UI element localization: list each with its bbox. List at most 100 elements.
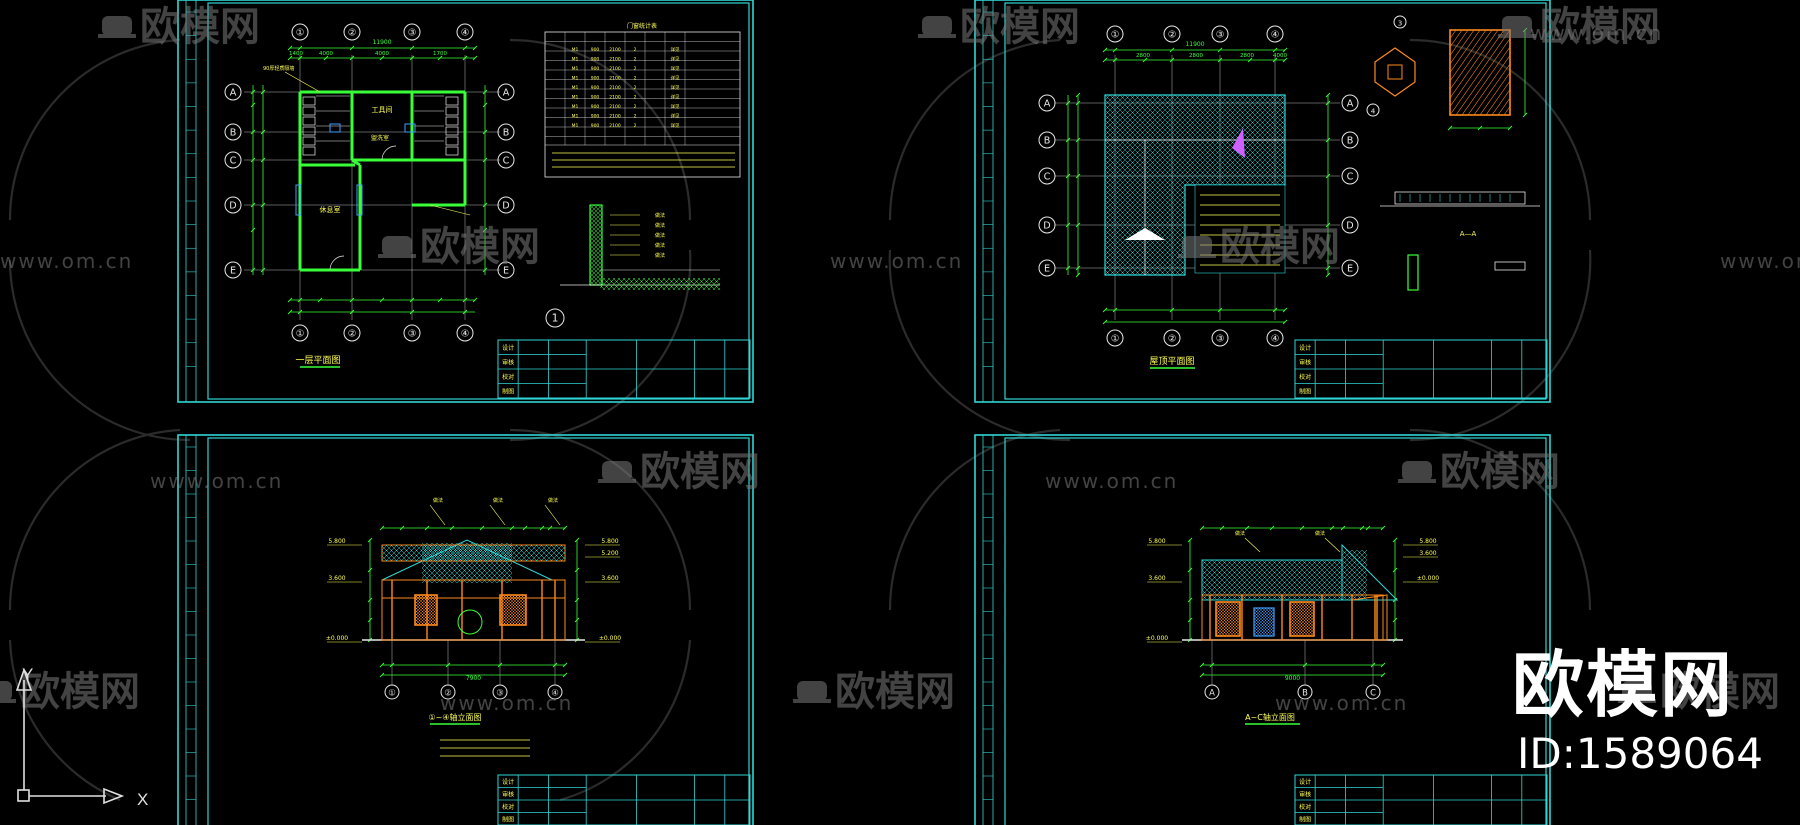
- dimension-tick: [479, 525, 485, 531]
- hatch-line: [1286, 560, 1328, 600]
- hatch-line: [1216, 602, 1223, 609]
- hatch-line: [1226, 622, 1240, 636]
- dimension-tick: [1380, 672, 1386, 678]
- dimension-tick: [1217, 47, 1223, 53]
- dimension-tick: [552, 662, 558, 668]
- detail-beam: [1494, 261, 1526, 271]
- hatch-line: [1254, 620, 1270, 636]
- dimension-tick: [1282, 47, 1288, 53]
- hatch-line: [1342, 579, 1363, 600]
- grid-bubble-label: ④: [461, 28, 470, 39]
- watermark-logo-shape: [1178, 254, 1216, 258]
- hatch-line: [500, 612, 513, 625]
- hatch-line: [1256, 560, 1298, 600]
- grid-bubble-circle: [497, 151, 515, 169]
- dimension-tick: [509, 525, 515, 531]
- watermark-brand: 欧模网: [420, 224, 540, 270]
- dimension-text: 11900: [1185, 41, 1204, 48]
- watermark-logo-shape: [1182, 236, 1212, 256]
- grid-bubble: B: [497, 123, 515, 141]
- hatch-line: [637, 278, 651, 290]
- hatch-line: [431, 543, 473, 583]
- schedule-cell: M1: [572, 76, 579, 82]
- watermark-logo-shape: [98, 34, 136, 38]
- hatch-line: [1342, 564, 1367, 591]
- dimension-tick: [287, 45, 293, 51]
- hatch-line: [672, 278, 686, 290]
- grid-bubble-circle: [1341, 259, 1359, 277]
- schedule-cell: 2100: [609, 95, 621, 101]
- grid-bubble-circle: [1366, 103, 1380, 117]
- facade-wall: [381, 579, 566, 641]
- annotation-text: 做法: [655, 212, 665, 219]
- hatch-line: [1267, 629, 1274, 636]
- hatch-line: [480, 545, 498, 561]
- hatch-line: [500, 606, 519, 625]
- hatch-line: [1296, 560, 1338, 600]
- roof-hatch: [382, 545, 565, 561]
- dimension-tick: [287, 309, 293, 315]
- grid-bubble-circle: [492, 684, 508, 700]
- hatch-line: [1346, 579, 1367, 600]
- grid-bubble-label: 4: [1371, 107, 1376, 116]
- dimension-tick: [409, 45, 415, 51]
- dimension-text: 9000: [1285, 675, 1300, 682]
- hatch-line: [600, 279, 611, 290]
- hatch-line: [1236, 560, 1278, 600]
- dimension-tick: [389, 662, 395, 668]
- hatch-line: [1342, 559, 1367, 586]
- dimension-text: 7900: [466, 675, 481, 682]
- sheet-inner-border: [207, 437, 750, 825]
- hatch-line: [1216, 560, 1258, 600]
- hatch-line: [1144, 185, 1185, 226]
- dimension-tick: [1102, 47, 1108, 53]
- elevation-mark: 3.600: [1419, 550, 1436, 557]
- detail-post: [1407, 254, 1419, 291]
- grid-bubble-circle: [440, 684, 456, 700]
- schedule-cell: 2100: [609, 76, 621, 82]
- hatch-line: [476, 543, 512, 579]
- leader-line: [429, 204, 471, 216]
- hatch-line: [1346, 550, 1367, 571]
- dimension-tick: [547, 525, 553, 531]
- dimension-tick: [482, 129, 488, 135]
- grid-bubble: A: [224, 83, 242, 101]
- hatch-line: [1134, 185, 1185, 236]
- hatch-line: [1342, 574, 1367, 600]
- dimension-tick: [1187, 617, 1193, 623]
- watermark-logo-shape: [1398, 479, 1436, 483]
- hatch-line: [500, 615, 510, 625]
- hatch-line: [420, 545, 438, 561]
- hatch-line: [1311, 560, 1342, 591]
- dimension-tick: [367, 617, 373, 623]
- hatch-line: [1216, 623, 1229, 636]
- dimension-tick: [1187, 537, 1193, 543]
- grid-bubble-label: ②: [444, 688, 452, 698]
- notes-panel: [1194, 184, 1286, 274]
- hatch-line: [422, 557, 448, 583]
- grid-bubble: ①: [291, 23, 309, 41]
- lattice-ornament: [1374, 47, 1416, 97]
- grid-bubble: ②: [343, 324, 361, 342]
- grid-bubble: ①: [291, 324, 309, 342]
- grid-bubble-circle: [224, 83, 242, 101]
- watermark-logo-icon: [793, 681, 831, 703]
- hatch-line: [425, 545, 443, 561]
- lattice-bar: [1449, 29, 1493, 90]
- grid-bubble: ④: [456, 324, 474, 342]
- schedule-cell: M1: [572, 47, 579, 53]
- grid-bubble-circle: [403, 324, 421, 342]
- watermark-logo-shape: [102, 16, 132, 36]
- grid-bubble-label: ①: [1111, 30, 1120, 41]
- roof-hatch: [1202, 560, 1342, 600]
- grid-bubble: 4: [1366, 103, 1380, 117]
- dimension-tick: [250, 227, 256, 233]
- hatch-line: [415, 595, 428, 608]
- section-sill: [1394, 191, 1526, 205]
- watermark-url: www.om.cn: [1275, 691, 1408, 715]
